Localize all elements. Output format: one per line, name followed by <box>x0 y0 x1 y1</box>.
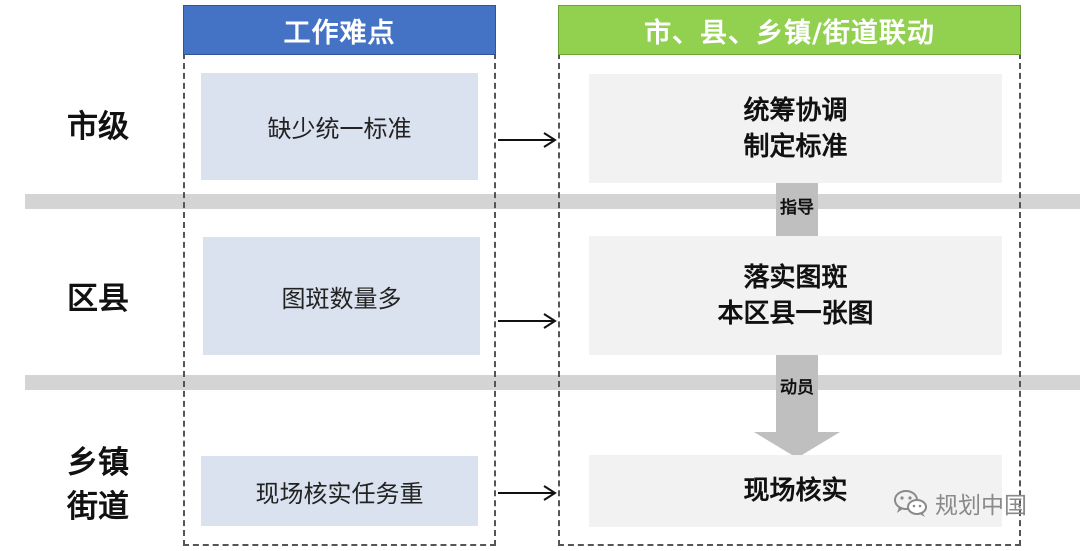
connector-shaft <box>776 182 818 238</box>
action-box-district: 落实图斑 本区县一张图 <box>589 236 1002 355</box>
level-label-line: 街道 <box>67 489 129 525</box>
action-box-city: 统筹协调 制定标准 <box>589 74 1002 183</box>
action-box-township: 现场核实 <box>589 455 1002 527</box>
right-arrow-icon <box>498 313 557 329</box>
difficulty-box-township: 现场核实任务重 <box>201 456 478 526</box>
right-arrow-icon <box>498 485 557 501</box>
watermark-text: 规划中国 <box>935 493 1027 519</box>
connector-label-guide: 指导 <box>780 198 814 218</box>
connector-label-mobilize: 动员 <box>780 378 814 398</box>
difficulty-box-district: 图斑数量多 <box>203 237 480 355</box>
action-line: 本区县一张图 <box>717 298 874 329</box>
action-line: 落实图斑 <box>743 262 848 293</box>
action-line: 制定标准 <box>743 131 848 162</box>
watermark: 规划中国 <box>893 486 1027 520</box>
action-line: 统筹协调 <box>743 95 848 126</box>
level-label-line: 市级 <box>67 109 129 145</box>
level-label-district: 区县 <box>38 277 158 321</box>
down-arrow-icon <box>754 432 840 458</box>
difficulties-header: 工作难点 <box>183 5 496 55</box>
linkage-header: 市、县、乡镇/街道联动 <box>558 5 1021 55</box>
connector-shaft <box>776 354 818 434</box>
level-label-township: 乡镇 街道 <box>38 441 158 529</box>
right-arrow-icon <box>498 132 557 148</box>
difficulty-box-city: 缺少统一标准 <box>201 73 478 180</box>
action-line: 现场核实 <box>743 476 848 506</box>
level-label-city: 市级 <box>38 105 158 149</box>
level-label-line: 乡镇 <box>67 445 129 481</box>
wechat-icon <box>894 490 927 517</box>
level-label-line: 区县 <box>67 281 129 317</box>
